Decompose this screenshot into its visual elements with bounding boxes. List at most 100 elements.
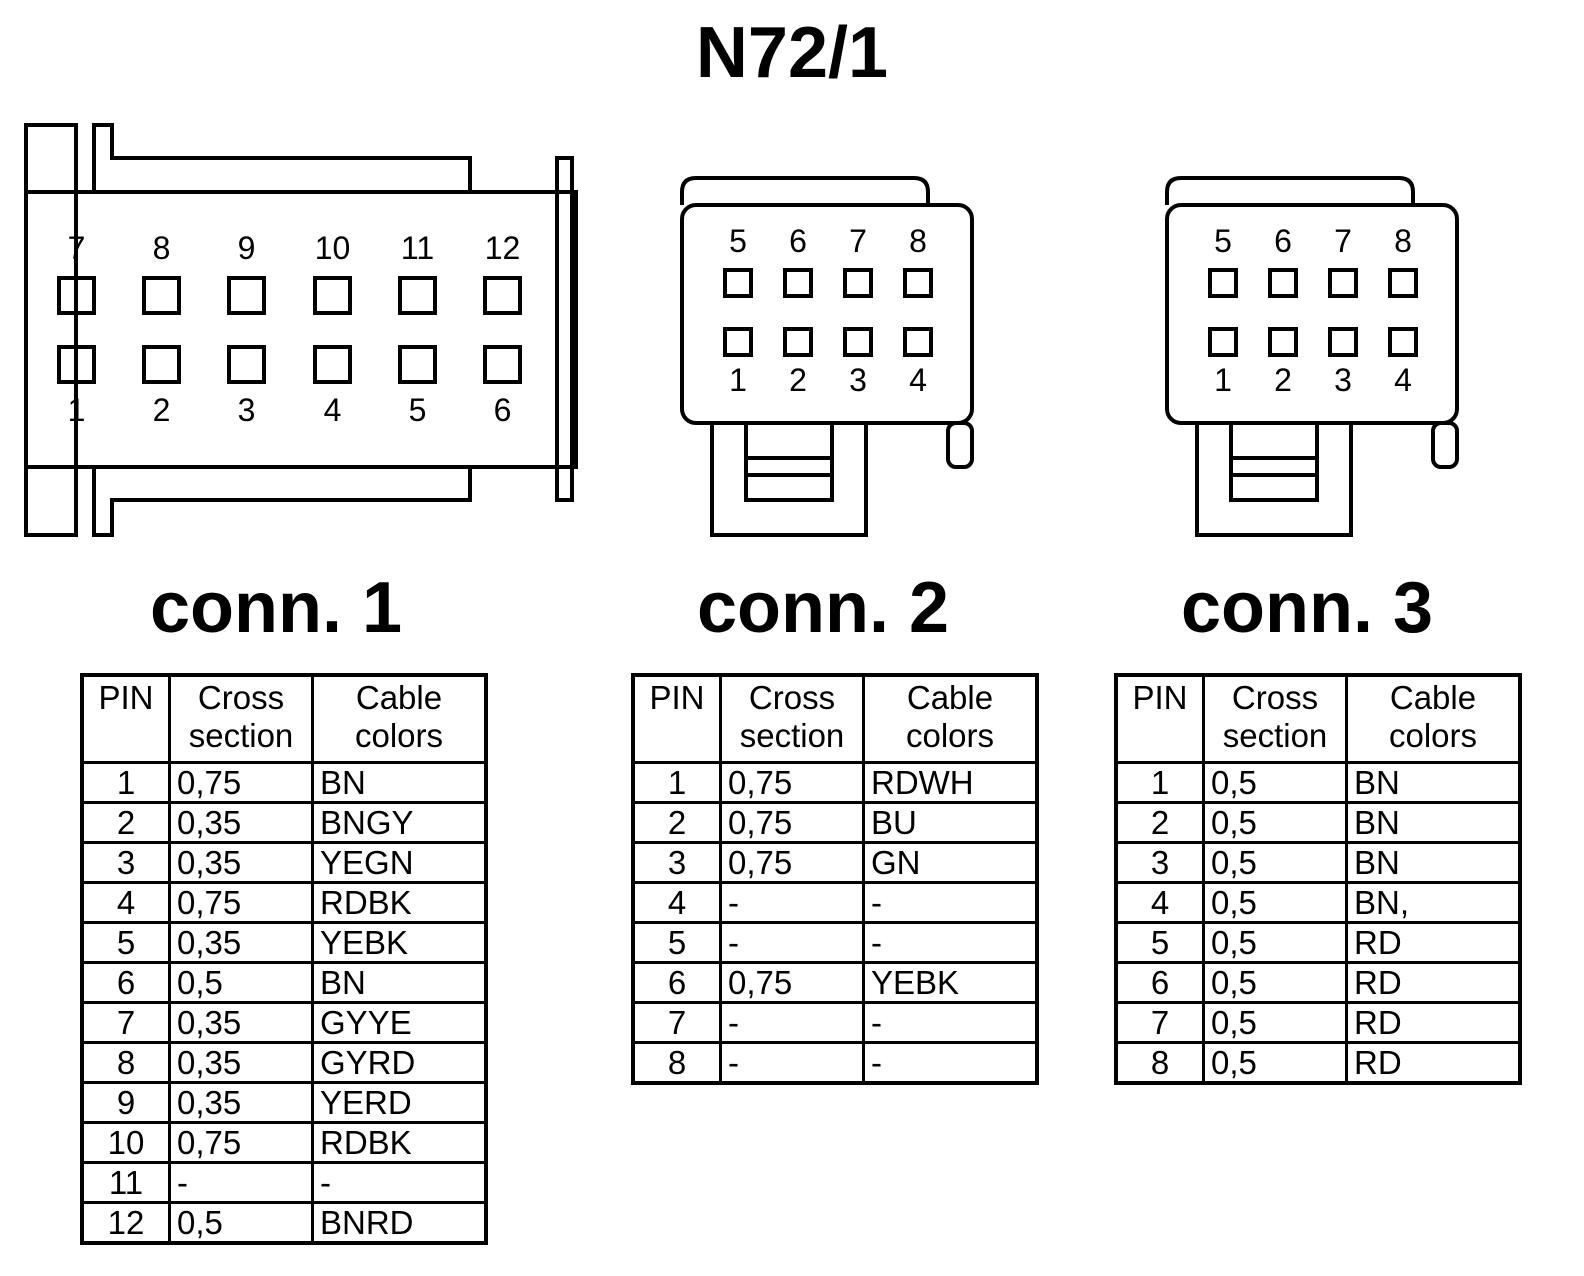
connector-2-pin-socket	[903, 327, 933, 357]
cable-color-cell: BN	[1345, 841, 1522, 884]
connector-3-pin-socket	[1208, 268, 1238, 298]
pin-cell: 2	[80, 801, 171, 844]
cross-section-cell: 0,75	[719, 801, 865, 844]
connector-3-pin-socket	[1388, 268, 1418, 298]
cross-section-cell: 0,5	[168, 1201, 314, 1245]
connector-1-pin-socket	[313, 345, 352, 384]
connector-2-pin-socket	[843, 327, 873, 357]
header-pin: PIN	[80, 673, 171, 764]
cross-section-cell: 0,5	[168, 961, 314, 1004]
pin-cell: 5	[80, 921, 171, 964]
connector-1-pin-socket	[483, 345, 522, 384]
cable-color-cell: BU	[862, 801, 1039, 844]
cable-color-cell: RD	[1345, 1041, 1522, 1085]
pin-cell: 2	[631, 801, 722, 844]
connector-3-label: conn. 3	[1180, 568, 1434, 648]
connector-2-pin-number: 7	[849, 223, 867, 259]
connector-2-pin-socket	[723, 327, 753, 357]
connector-2-pin-number: 5	[729, 223, 747, 259]
cable-color-cell: GN	[862, 841, 1039, 884]
connector-1-pin-socket	[142, 276, 181, 315]
pin-cell: 11	[80, 1161, 171, 1204]
connector-2-pin-number: 2	[789, 362, 807, 398]
cable-color-cell: RDBK	[311, 881, 488, 924]
cross-section-cell: 0,5	[1202, 881, 1348, 924]
connector-2-pin-number: 3	[849, 362, 867, 398]
header-cable-colors: Cable colors	[1345, 673, 1522, 764]
cable-color-cell: YERD	[311, 1081, 488, 1124]
connector-1-pin-number: 5	[409, 392, 427, 428]
cable-color-cell: BNRD	[311, 1201, 488, 1245]
connector-1-pin-number: 4	[324, 392, 342, 428]
pin-cell: 3	[80, 841, 171, 884]
connector-3-pin-number: 5	[1214, 223, 1232, 259]
pin-cell: 1	[80, 761, 171, 804]
pin-cell: 6	[631, 961, 722, 1004]
pin-cell: 1	[1114, 761, 1205, 804]
connector-3-pin-socket	[1268, 268, 1298, 298]
cross-section-cell: 0,35	[168, 841, 314, 884]
table-header-row: PIN Cross section Cable colors	[80, 673, 488, 764]
connector-3-pin-socket	[1208, 327, 1238, 357]
cable-color-cell: -	[862, 881, 1039, 924]
cable-color-cell: YEGN	[311, 841, 488, 884]
cable-color-cell: BN	[311, 761, 488, 804]
table-row: 4--	[631, 881, 1039, 924]
connector-3-pin-number: 8	[1394, 223, 1412, 259]
connector-1-pin-socket	[142, 345, 181, 384]
cable-color-cell: GYYE	[311, 1001, 488, 1044]
pin-cell: 8	[80, 1041, 171, 1084]
cable-color-cell: -	[862, 921, 1039, 964]
cross-section-cell: -	[719, 921, 865, 964]
pin-cell: 4	[80, 881, 171, 924]
pin-cell: 1	[631, 761, 722, 804]
connector-3-pin-number: 1	[1214, 362, 1232, 398]
pin-cell: 4	[1114, 881, 1205, 924]
connector-3-pin-socket	[1388, 327, 1418, 357]
cable-color-cell: RD	[1345, 961, 1522, 1004]
connector-2-pin-socket	[843, 268, 873, 298]
connector-3-pin-socket	[1328, 268, 1358, 298]
cross-section-cell: -	[719, 881, 865, 924]
connector-1-pin-number: 1	[68, 392, 86, 428]
pin-cell: 7	[631, 1001, 722, 1044]
cross-section-cell: 0,5	[1202, 761, 1348, 804]
cable-color-cell: BN	[1345, 761, 1522, 804]
connector-1-pin-socket	[398, 345, 437, 384]
cable-color-cell: -	[862, 1041, 1039, 1085]
cross-section-cell: 0,5	[1202, 1001, 1348, 1044]
cross-section-cell: 0,75	[168, 881, 314, 924]
header-pin: PIN	[1114, 673, 1205, 764]
connector-2-housing	[680, 176, 974, 537]
cable-color-cell: YEBK	[862, 961, 1039, 1004]
pin-cell: 3	[1114, 841, 1205, 884]
connector-2-pin-socket	[903, 268, 933, 298]
connector-2-pin-number: 8	[909, 223, 927, 259]
pin-cell: 3	[631, 841, 722, 884]
cable-color-cell: BN	[1345, 801, 1522, 844]
connector-1-pin-socket	[227, 345, 266, 384]
connector-1-pin-socket	[313, 276, 352, 315]
cable-color-cell: YEBK	[311, 921, 488, 964]
table-row: 11--	[80, 1161, 488, 1204]
table-header-row: PIN Cross section Cable colors	[631, 673, 1039, 764]
connector-1-pin-socket	[227, 276, 266, 315]
connector-2-pin-number: 6	[789, 223, 807, 259]
cable-color-cell: BN	[311, 961, 488, 1004]
cross-section-cell: 0,35	[168, 1081, 314, 1124]
